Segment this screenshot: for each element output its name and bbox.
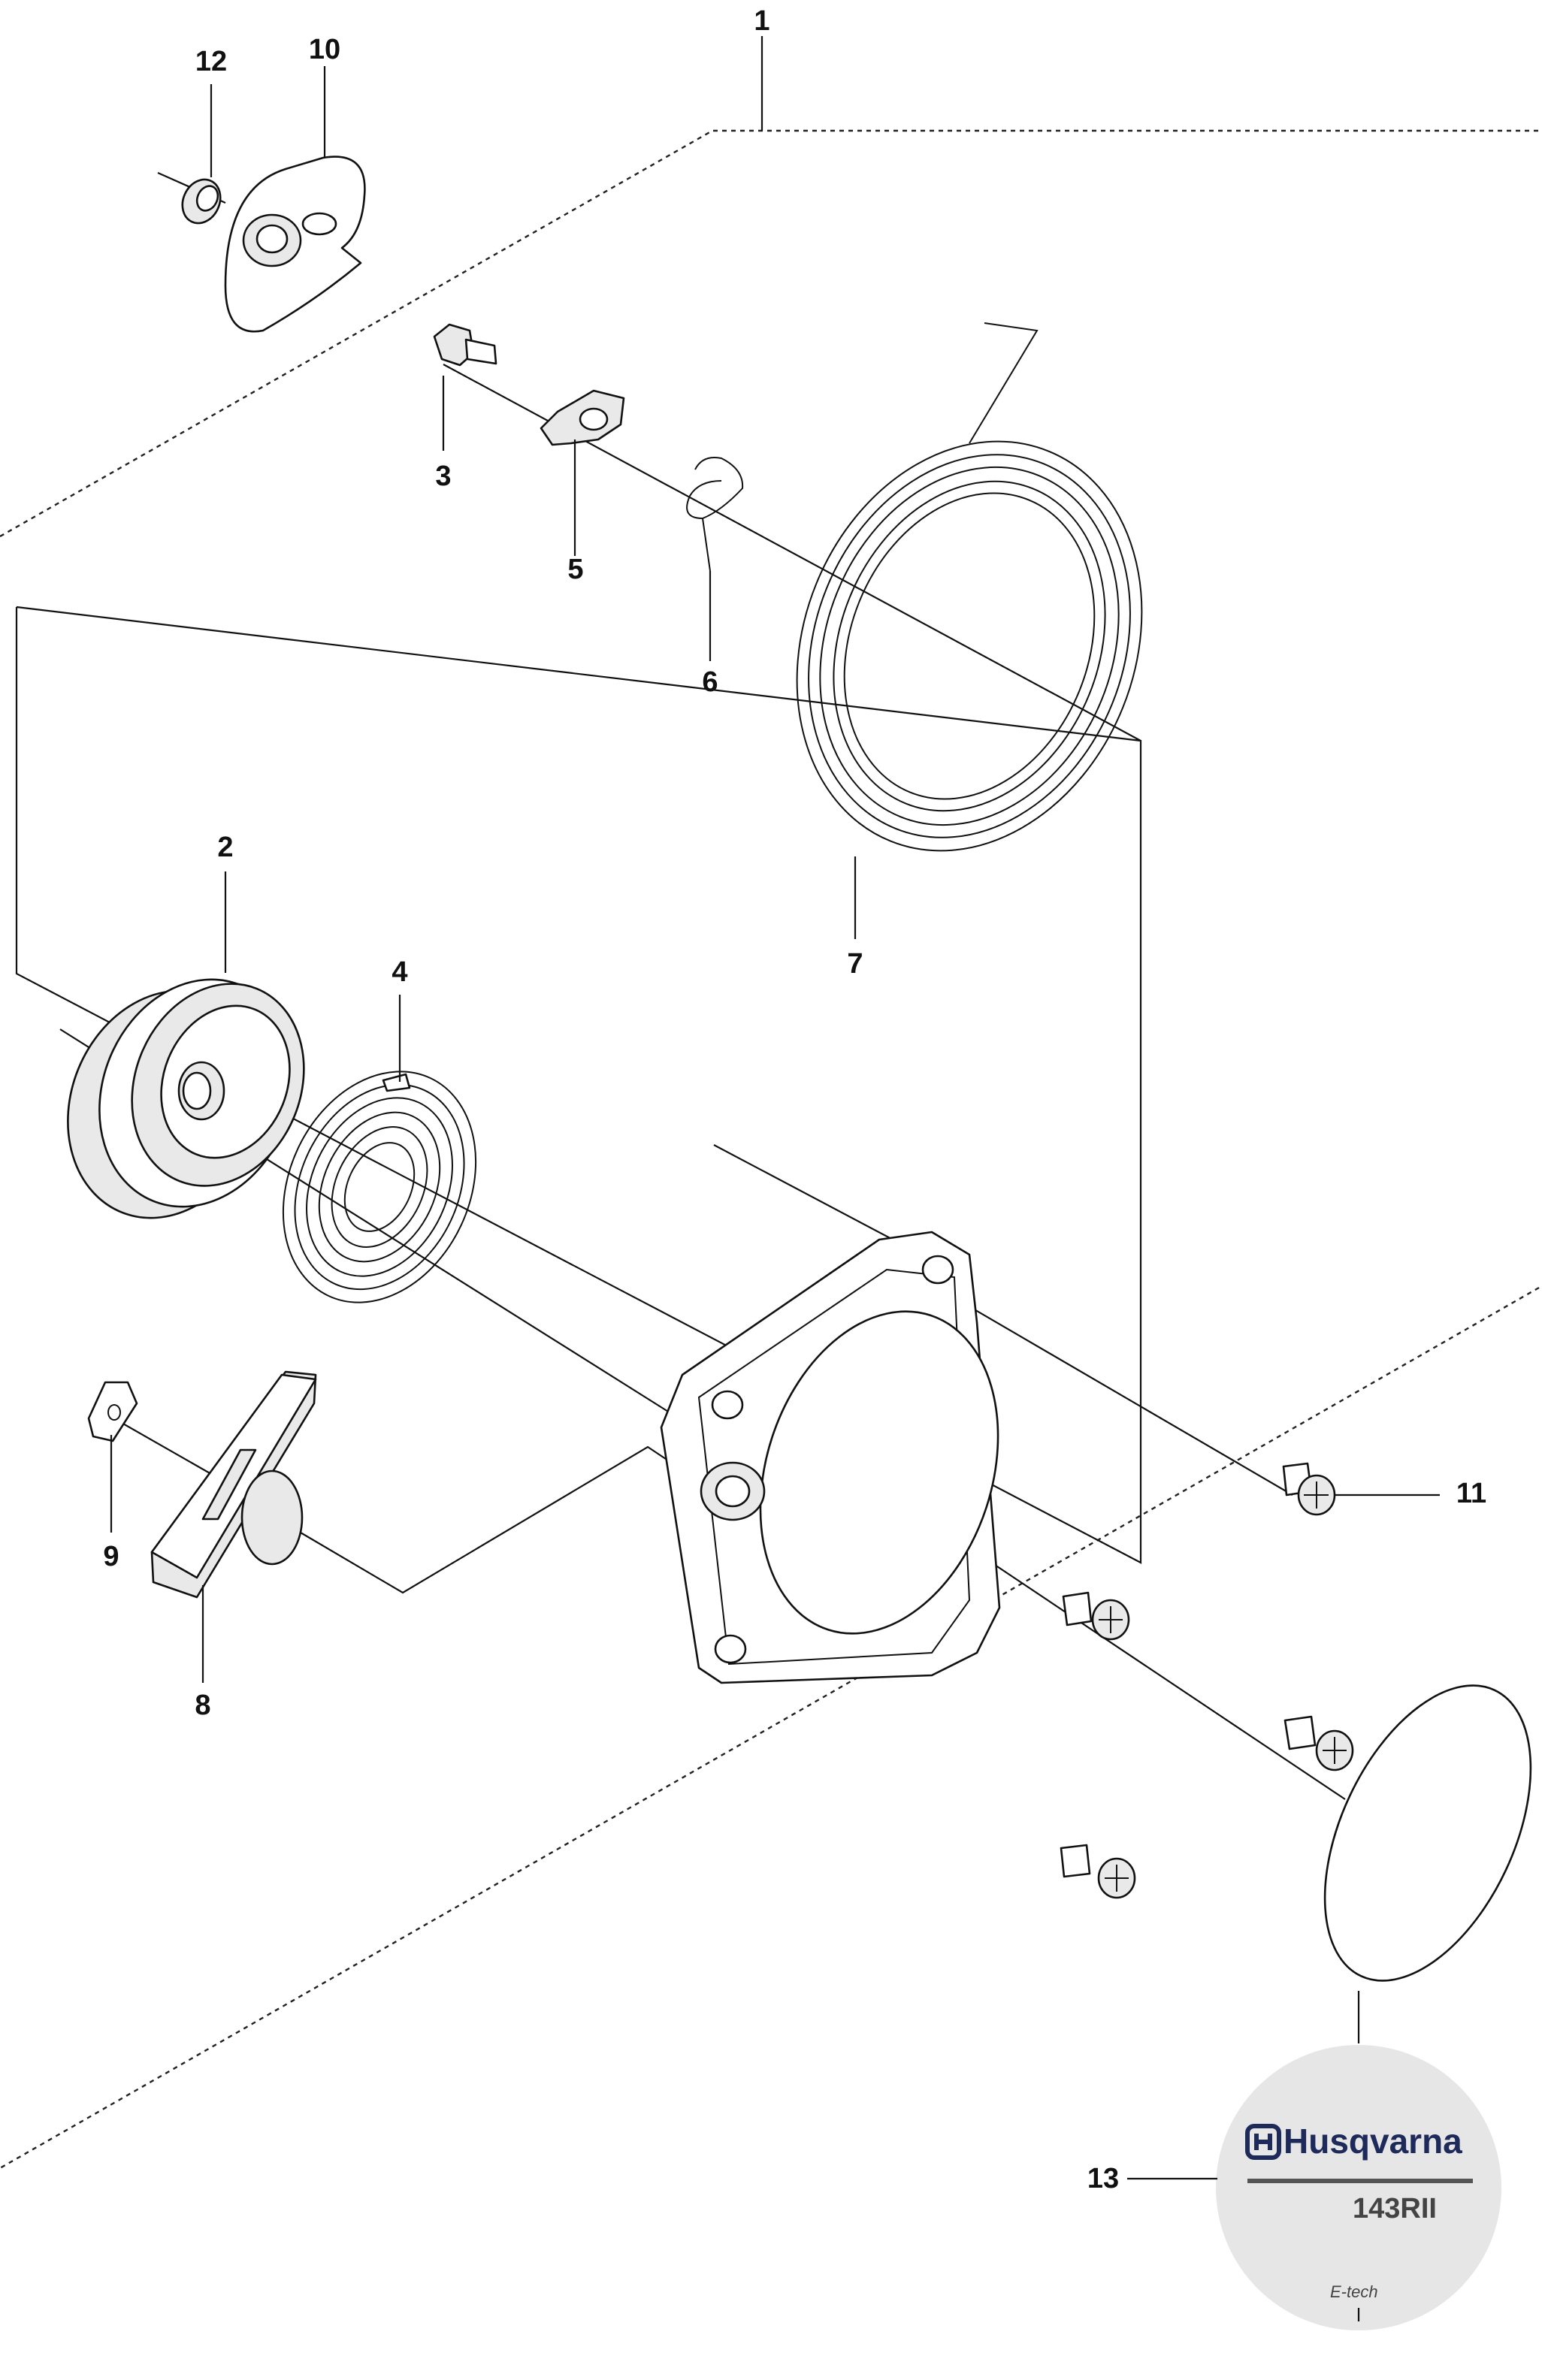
part-11-screw xyxy=(1282,1462,1336,1516)
part-4-starter-spring xyxy=(282,1071,477,1303)
housing-screw-a xyxy=(1062,1591,1130,1641)
part-13-decal: Husqvarna 143RII E-tech xyxy=(1216,2045,1501,2330)
exploded-axis-lower xyxy=(59,1028,1346,1800)
decal-brand-text: Husqvarna xyxy=(1283,2122,1462,2161)
part-12-bushing xyxy=(181,178,222,225)
part-8-handle xyxy=(150,1370,317,1599)
decal-circle xyxy=(1216,2045,1501,2330)
callout-12: 12 xyxy=(195,46,227,77)
callout-9: 9 xyxy=(103,1541,119,1572)
decal-disc-outline xyxy=(1323,1684,1532,1982)
callout-6: 6 xyxy=(702,666,718,698)
housing-screw-c xyxy=(1060,1844,1136,1899)
part-10-cover-plate xyxy=(224,156,366,333)
part-7-spring-coil xyxy=(796,322,1143,852)
part-3-screw xyxy=(433,323,497,367)
callout-8: 8 xyxy=(195,1690,210,1721)
leader-lines xyxy=(110,36,1440,2321)
callout-7: 7 xyxy=(847,948,863,980)
housing-screw-b xyxy=(1283,1715,1354,1771)
callout-5: 5 xyxy=(567,554,583,585)
starter-housing xyxy=(660,1231,1001,1684)
callout-4: 4 xyxy=(392,956,407,988)
callout-3: 3 xyxy=(435,461,451,492)
assembly-boundary xyxy=(0,129,1540,2170)
callout-1: 1 xyxy=(754,5,769,37)
decal-tag-text: E-tech xyxy=(1330,2282,1378,2301)
decal-model-text: 143RII xyxy=(1353,2193,1437,2224)
callout-10: 10 xyxy=(309,34,340,65)
part-9-nut xyxy=(87,1381,138,1442)
decal-divider xyxy=(1247,2179,1473,2183)
part-6-spring-clip xyxy=(686,457,744,572)
callout-2: 2 xyxy=(217,832,233,863)
callout-11: 11 xyxy=(1456,1478,1486,1509)
callout-13: 13 xyxy=(1087,2163,1119,2194)
part-5-pawl xyxy=(540,389,625,446)
husqvarna-logo-icon xyxy=(1245,2124,1281,2160)
part-2-rope-pulley xyxy=(67,978,305,1219)
